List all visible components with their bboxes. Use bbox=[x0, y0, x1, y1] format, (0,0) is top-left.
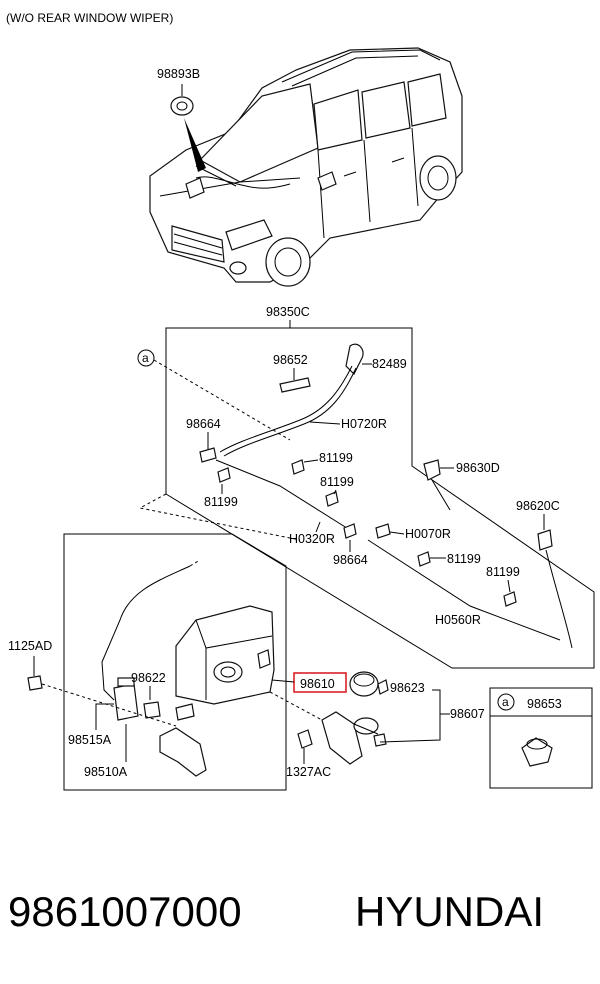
label-98607: 98607 bbox=[450, 707, 485, 721]
label-98515a: 98515A bbox=[68, 733, 112, 747]
label-h0720r: H0720R bbox=[341, 417, 387, 431]
car-illustration bbox=[149, 47, 463, 287]
reservoir-tank bbox=[159, 605, 275, 777]
label-98623: 98623 bbox=[390, 681, 425, 695]
label-82489: 82489 bbox=[372, 357, 407, 371]
label-81199-c: 81199 bbox=[204, 495, 238, 509]
label-81199-a: 81199 bbox=[319, 451, 353, 465]
label-81199-b: 81199 bbox=[320, 475, 354, 489]
label-98653: 98653 bbox=[527, 697, 562, 711]
label-h0070r: H0070R bbox=[405, 527, 451, 541]
label-98350c: 98350C bbox=[266, 305, 310, 319]
highlight-box-98610 bbox=[293, 672, 347, 693]
label-h0560r: H0560R bbox=[435, 613, 481, 627]
label-98622: 98622 bbox=[131, 671, 166, 685]
reservoir-panel-outline bbox=[63, 533, 287, 791]
header-note: (W/O REAR WINDOW WIPER) bbox=[6, 11, 173, 25]
label-81199-e: 81199 bbox=[486, 565, 520, 579]
callout-a: a bbox=[137, 349, 291, 441]
label-81199-d: 81199 bbox=[447, 552, 481, 566]
label-98610[interactable]: 98610 bbox=[300, 677, 335, 691]
label-1125ad: 1125AD bbox=[8, 639, 52, 653]
label-98664-center: 98664 bbox=[333, 553, 368, 567]
inset-callout-a: a bbox=[502, 695, 509, 709]
label-1327ac: 1327AC bbox=[286, 765, 331, 779]
pump-part bbox=[113, 683, 139, 721]
cap-part bbox=[349, 671, 389, 697]
filler-neck bbox=[269, 691, 387, 765]
inset-clip-part bbox=[521, 737, 553, 767]
elbow-part bbox=[279, 377, 311, 393]
label-98664-left: 98664 bbox=[186, 417, 221, 431]
svg-text:a: a bbox=[142, 351, 149, 365]
inset-box bbox=[489, 687, 593, 789]
label-98510a: 98510A bbox=[84, 765, 128, 779]
label-98893b: 98893B bbox=[157, 67, 200, 81]
label-h0320r: H0320R bbox=[289, 532, 335, 546]
label-98620c: 98620C bbox=[516, 499, 560, 513]
footer-part-number: 9861007000 bbox=[8, 888, 242, 935]
footer-brand: HYUNDAI bbox=[355, 888, 544, 935]
label-98652: 98652 bbox=[273, 353, 308, 367]
label-98630d: 98630D bbox=[456, 461, 500, 475]
